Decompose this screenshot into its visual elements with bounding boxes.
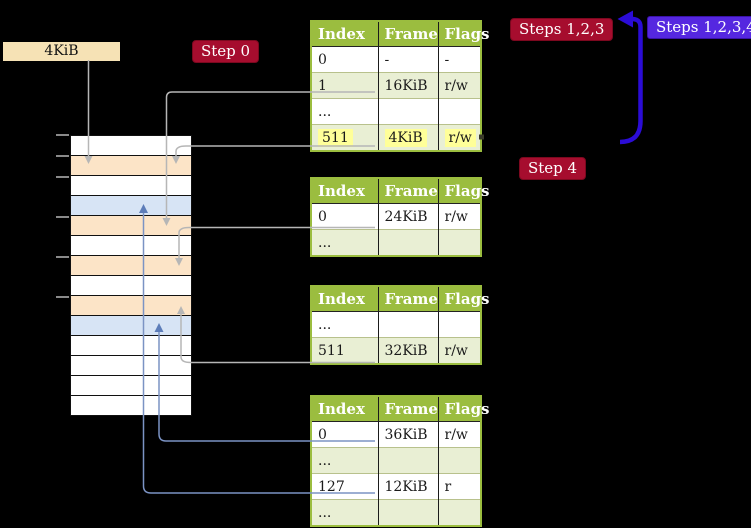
memory-tick (56, 155, 69, 157)
table-row: ... (311, 98, 481, 125)
memory-frame-row-blue (71, 196, 191, 216)
table-row: ... (311, 229, 481, 256)
table-cell: r/w (437, 72, 481, 99)
table-cell: r/w (437, 421, 481, 448)
table-cell: 127 (311, 473, 378, 500)
table-cell: 24KiB (377, 203, 438, 230)
table-cell (377, 229, 438, 256)
table-cell: ... (311, 447, 378, 474)
memory-tick (56, 134, 69, 136)
memory-frame-row-peach (71, 156, 191, 176)
column-header: Frame (377, 178, 438, 204)
table-cell: r (437, 473, 481, 500)
column-header: Flags (437, 21, 490, 47)
column-header: Index (311, 396, 378, 422)
memory-frame-row-white (71, 356, 191, 376)
memory-tick (56, 256, 69, 258)
step4-badge: Step 4 (519, 157, 587, 180)
table-cell: 0 (311, 421, 378, 448)
memory-frame-row-white (71, 276, 191, 296)
column-header: Frame (377, 21, 438, 47)
column-header: Flags (437, 286, 490, 312)
table-cell: 511 (311, 337, 378, 364)
memory-frame-row-white (71, 376, 191, 396)
memory-frame-row-white (71, 136, 191, 156)
table-cell: ... (311, 499, 378, 526)
memory-frame-row-peach (71, 296, 191, 316)
table-cell (377, 98, 438, 125)
memory-strip (70, 135, 192, 416)
table-row: ... (311, 311, 481, 338)
table-cell (437, 229, 481, 256)
column-header: Index (311, 21, 378, 47)
table-cell (377, 311, 438, 338)
memory-frame-row-white (71, 396, 191, 415)
table-cell: r/w (437, 203, 481, 230)
table-row: 0-- (311, 46, 481, 73)
table-row: 511 4KiB r/w (311, 124, 481, 151)
frame-size-label: 4KiB (3, 42, 120, 61)
table-cell: 12KiB (377, 473, 438, 500)
loop-arrow (619, 16, 643, 145)
table-cell (437, 499, 481, 526)
memory-frame-row-white (71, 336, 191, 356)
table-cell (437, 447, 481, 474)
table-cell: 36KiB (377, 421, 438, 448)
table-cell: 0 (311, 46, 378, 73)
highlighted-value: r/w (444, 128, 476, 147)
table-cell: 0 (311, 203, 378, 230)
column-header: Frame (377, 286, 438, 312)
memory-tick (56, 176, 69, 178)
table-cell: r/w (437, 124, 481, 151)
table-cell: 16KiB (377, 72, 438, 99)
memory-frame-row-peach (71, 256, 191, 276)
table-row: ... (311, 499, 481, 526)
memory-frame-row-blue (71, 316, 191, 336)
table-cell (437, 311, 481, 338)
steps123-badge: Steps 1,2,3 (510, 18, 614, 41)
column-header: Index (311, 286, 378, 312)
table-row: ... (311, 447, 481, 474)
column-header: Flags (437, 178, 490, 204)
highlighted-value: 4KiB (384, 128, 427, 147)
highlighted-value: 511 (318, 128, 353, 147)
table-cell: - (437, 46, 481, 73)
table-cell: r/w (437, 337, 481, 364)
step0-badge: Step 0 (192, 40, 260, 63)
table-cell: ... (311, 311, 378, 338)
table-cell: - (377, 46, 438, 73)
column-header: Flags (437, 396, 490, 422)
table-cell (437, 98, 481, 125)
table-cell: ... (311, 229, 378, 256)
table-cell: 1 (311, 72, 378, 99)
memory-tick (56, 216, 69, 218)
table-cell (377, 447, 438, 474)
table-cell (377, 499, 438, 526)
memory-frame-row-peach (71, 216, 191, 236)
memory-frame-row-white (71, 236, 191, 256)
table-cell: ... (311, 98, 378, 125)
memory-frame-row-white (71, 176, 191, 196)
column-header: Index (311, 178, 378, 204)
memory-tick (56, 296, 69, 298)
column-header: Frame (377, 396, 438, 422)
steps1234-badge: Steps 1,2,3,4 (647, 16, 751, 39)
table-cell: 32KiB (377, 337, 438, 364)
table-cell: 4KiB (377, 124, 438, 151)
loop-arrow-arrowhead (617, 10, 633, 28)
table-cell: 511 (311, 124, 378, 151)
